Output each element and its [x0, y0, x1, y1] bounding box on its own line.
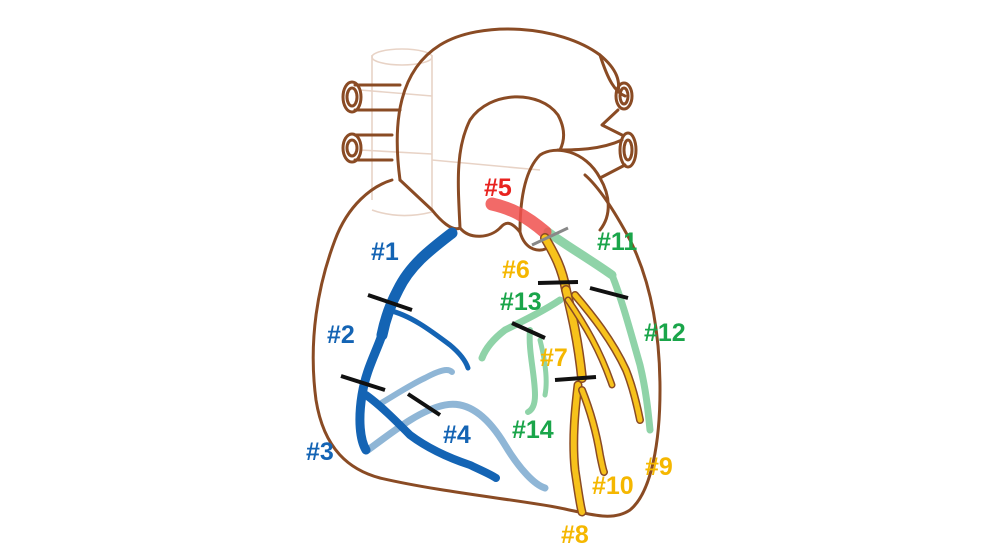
rca-branch-acute-marginal — [385, 307, 471, 371]
segment-label-1: #1 — [371, 238, 399, 266]
segment-13-vessel — [478, 296, 564, 362]
segment-label-2: #2 — [327, 321, 355, 349]
pulmonary-vein-lower — [353, 133, 394, 162]
divider-2-3 — [340, 374, 386, 392]
segment-label-3: #3 — [306, 438, 334, 466]
segment-label-8: #8 — [561, 521, 589, 549]
segment-3-vessel — [362, 391, 500, 482]
rca-posterior-branches — [364, 367, 549, 492]
segment-14-vessel — [525, 327, 539, 415]
segment-label-14: #14 — [512, 416, 554, 444]
segment-1-vessel — [376, 227, 458, 341]
background-veins — [359, 48, 541, 217]
segment-label-13: #13 — [500, 288, 542, 316]
segment-5-vessel — [485, 197, 552, 239]
divider-6-7 — [537, 280, 579, 285]
segment-label-5: #5 — [484, 174, 512, 202]
lcx-minor-branch — [537, 337, 549, 398]
divider-11-12 — [589, 286, 629, 300]
heart-body — [311, 173, 662, 518]
segment-label-10: #10 — [592, 472, 634, 500]
segment-label-12: #12 — [644, 319, 686, 347]
pulmonary-vein-upper — [353, 83, 402, 112]
divider-13-14 — [511, 321, 546, 340]
divider-3-4 — [406, 392, 442, 417]
segment-dividers — [340, 226, 629, 417]
segment-label-7: #7 — [540, 344, 568, 372]
segment-labels: #1 #2 #3 #4 #5 #6 #7 #8 #9 #10 #11 #12 #… — [306, 174, 686, 549]
aortic-arch — [395, 27, 621, 230]
segment-4-branch-lower — [364, 400, 549, 492]
segment-label-9: #9 — [645, 453, 673, 481]
left-anterior-descending — [540, 233, 644, 517]
segment-label-6: #6 — [502, 256, 530, 284]
pulmonary-trunk — [518, 148, 610, 252]
segment-label-4: #4 — [443, 421, 471, 449]
heart-outline — [311, 27, 662, 518]
aorta-root — [398, 178, 462, 231]
divider-1-2 — [367, 293, 413, 312]
superior-vena-cava — [371, 55, 433, 210]
segment-4-branch-upper — [375, 367, 455, 408]
segment-label-11: #11 — [597, 228, 637, 256]
divider-7-8 — [554, 375, 597, 382]
right-coronary-artery — [355, 227, 500, 482]
divider-5-6 — [531, 226, 569, 247]
